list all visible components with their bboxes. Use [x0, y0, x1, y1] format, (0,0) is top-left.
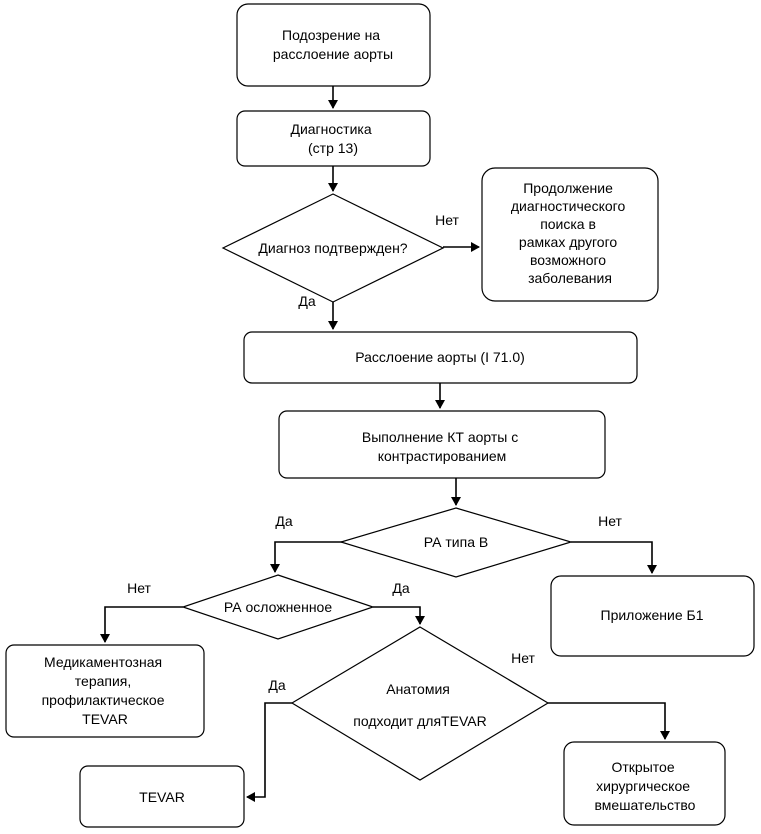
- node-diagnostics: Диагностика (стр 13): [236, 110, 431, 167]
- edge-anatomy-no: [548, 702, 670, 740]
- edge-label-no: Нет: [598, 513, 622, 529]
- decision-anatomy: Анатомия подходит дляTEVAR: [290, 626, 550, 781]
- node-medical-therapy-text: Медикаментозная терапия, профилактическо…: [42, 654, 169, 727]
- node-suspicion-text: Подозрение на расслоение аорты: [273, 27, 393, 62]
- edge-anatomy-yes: [246, 702, 292, 802]
- node-appendix-b1: Приложение Б1: [550, 575, 755, 657]
- decision-complicated-text: РА осложненное: [224, 599, 333, 615]
- node-open-surgery: Открытое хирургическое вмешательство: [563, 741, 726, 826]
- decision-diagnosis-confirmed: Диагноз подтвержден?: [221, 193, 445, 303]
- node-tevar-text: TEVAR: [139, 789, 185, 805]
- edge-label-no: Нет: [127, 580, 151, 596]
- decision-type-b-text: РА типа В: [424, 534, 488, 550]
- edge-label-yes: Да: [392, 580, 409, 596]
- node-tevar: TEVAR: [79, 765, 245, 828]
- node-continue-search-text: Продолжение диагностического поиска в ра…: [511, 180, 629, 286]
- node-continue-search: Продолжение диагностического поиска в ра…: [481, 167, 659, 302]
- node-ct: Выполнение КТ аорты с контрастированием: [278, 410, 606, 479]
- node-medical-therapy: Медикаментозная терапия, профилактическо…: [5, 644, 205, 738]
- decision-anatomy-text: Анатомия подходит дляTEVAR: [353, 681, 486, 729]
- edge-complicated-yes: [373, 606, 425, 625]
- edge-labels: Нет Да Да Нет Нет Да Нет Да: [127, 212, 622, 693]
- edge-label-yes: Да: [275, 513, 292, 529]
- decision-diagnosis-confirmed-text: Диагноз подтвержден?: [258, 240, 407, 256]
- edges: [100, 86, 670, 802]
- edge-label-no: Нет: [435, 212, 459, 228]
- decision-type-b: РА типа В: [338, 507, 574, 578]
- node-ct-text: Выполнение КТ аорты с контрастированием: [362, 429, 522, 464]
- edge-label-yes: Да: [268, 677, 285, 693]
- node-diagnostics-text: Диагностика (стр 13): [290, 121, 375, 156]
- edge-typeb-no: [571, 541, 657, 574]
- node-appendix-b1-text: Приложение Б1: [601, 607, 704, 623]
- decision-complicated: РА осложненное: [181, 574, 375, 640]
- edge-label-no: Нет: [511, 650, 535, 666]
- node-dissection-text: Расслоение аорты (I 71.0): [355, 349, 525, 365]
- edge-label-yes: Да: [298, 293, 315, 309]
- node-open-surgery-text: Открытое хирургическое вмешательство: [595, 759, 696, 813]
- node-suspicion: Подозрение на расслоение аорты: [236, 3, 431, 87]
- edge-typeb-yes: [270, 541, 343, 573]
- edge-complicated-no: [100, 606, 183, 643]
- node-dissection: Расслоение аорты (I 71.0): [243, 331, 638, 384]
